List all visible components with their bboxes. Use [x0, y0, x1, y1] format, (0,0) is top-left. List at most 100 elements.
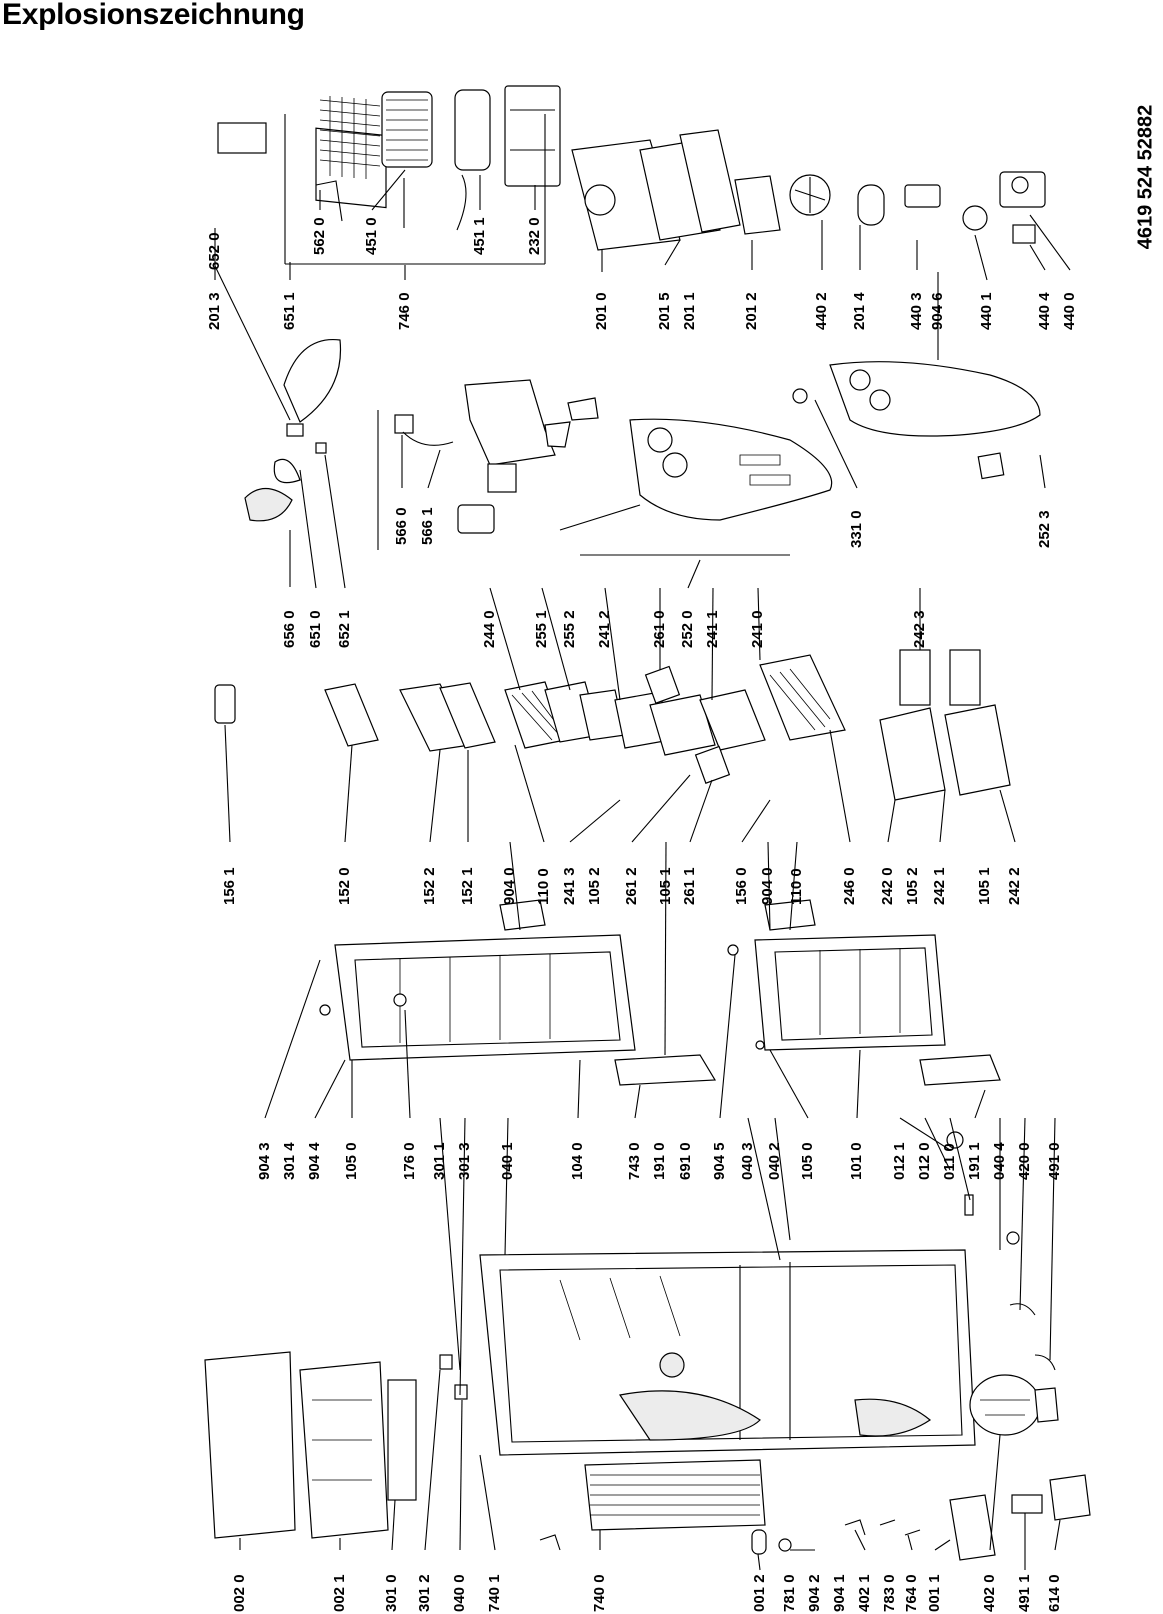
part-label: 651 0 [307, 610, 324, 648]
leader-line [899, 1117, 951, 1151]
part-label: 440 4 [1036, 292, 1053, 330]
part-label: 201 0 [593, 292, 610, 330]
control-housing [377, 361, 1041, 556]
part-label: 652 1 [336, 610, 353, 648]
part-label: 783 0 [881, 1574, 898, 1612]
leader-line [711, 587, 714, 701]
part-label: 904 1 [831, 1574, 848, 1612]
leader-line [769, 1049, 809, 1119]
part-label: 764 0 [903, 1574, 920, 1612]
part-label: 201 4 [851, 292, 868, 330]
leader-line [504, 1117, 509, 1256]
part-label: 241 1 [704, 610, 721, 648]
part-label: 904 3 [256, 1142, 273, 1180]
leader-line [214, 265, 291, 421]
leader-line [989, 1434, 1001, 1551]
part-label: 301 4 [281, 1142, 298, 1180]
fan-assembly-parts [789, 171, 1046, 244]
part-label: 242 2 [1006, 867, 1023, 905]
part-label: 040 1 [499, 1142, 516, 1180]
part-label: 652 0 [206, 232, 223, 270]
leader-line [577, 1059, 581, 1119]
leader-line [439, 1117, 461, 1371]
part-label: 491 0 [1046, 1142, 1063, 1180]
leader-line [424, 1369, 441, 1551]
part-label: 904 6 [929, 292, 946, 330]
part-label: 110 0 [788, 868, 805, 905]
leader-line [427, 449, 441, 489]
part-label: 191 0 [651, 1142, 668, 1180]
part-label: 241 2 [596, 610, 613, 648]
part-label: 242 3 [911, 610, 928, 648]
part-label: 301 0 [383, 1574, 400, 1612]
part-label: 001 2 [751, 1574, 768, 1612]
lamp-housing [244, 338, 342, 522]
leader-line [634, 1084, 641, 1119]
part-label: 440 3 [908, 292, 925, 330]
leader-line [856, 1049, 861, 1119]
part-label: 244 0 [481, 610, 498, 648]
part-label: 904 2 [806, 1574, 823, 1612]
part-label: 440 0 [1061, 292, 1078, 330]
part-label: 261 1 [681, 867, 698, 905]
leader-line [774, 1117, 791, 1241]
leader-line [939, 789, 946, 843]
part-label: 002 0 [231, 1574, 248, 1612]
part-label: 740 0 [591, 1574, 608, 1612]
leader-line [324, 454, 346, 589]
part-label: 252 3 [1036, 510, 1053, 548]
leader-line [1054, 1519, 1061, 1551]
part-label: 691 0 [677, 1142, 694, 1180]
evaporator-coil-assembly [284, 85, 561, 265]
part-label: 011 0 [941, 1143, 958, 1180]
drawing-parts [204, 85, 1091, 1561]
part-label: 562 0 [311, 217, 328, 255]
leader-line [767, 841, 771, 931]
part-label: 002 1 [331, 1574, 348, 1612]
part-label: 402 1 [856, 1574, 873, 1612]
part-label: 491 1 [1016, 1574, 1033, 1612]
part-label: 451 0 [363, 217, 380, 255]
leader-line [789, 841, 798, 931]
part-label: 176 0 [401, 1142, 418, 1180]
part-label: 566 0 [393, 507, 410, 545]
part-label: 105 2 [904, 867, 921, 905]
condenser [584, 1459, 792, 1555]
leader-line [924, 1117, 951, 1171]
part-label: 451 1 [471, 217, 488, 255]
part-label: 904 4 [306, 1142, 323, 1180]
leader-line [314, 1059, 346, 1119]
part-label: 246 0 [841, 867, 858, 905]
part-label: 255 1 [533, 610, 550, 648]
part-label: 261 2 [623, 867, 640, 905]
leader-line [224, 724, 231, 843]
leader-line [974, 1089, 986, 1119]
page-title: Explosionszeichnung [2, 0, 305, 31]
part-label: 101 0 [848, 1142, 865, 1180]
part-label: 201 1 [681, 292, 698, 330]
leader-line [1019, 1117, 1026, 1311]
leader-line [509, 841, 521, 931]
leader-line [664, 239, 681, 266]
leader-line [569, 799, 621, 843]
part-label: 201 3 [206, 292, 223, 330]
part-label: 152 1 [459, 867, 476, 905]
part-label: 156 0 [733, 867, 750, 905]
part-label: 105 1 [657, 867, 674, 905]
leader-line [747, 1117, 781, 1261]
part-label: 012 1 [891, 1142, 908, 1180]
part-label: 152 2 [421, 867, 438, 905]
leader-line [514, 744, 545, 843]
back-panels [571, 129, 781, 251]
leader-line [1029, 244, 1046, 271]
leader-line [1029, 214, 1071, 271]
leader-line [757, 587, 761, 661]
part-label: 104 0 [569, 1142, 586, 1180]
part-label: 420 0 [1016, 1142, 1033, 1180]
part-label: 255 2 [561, 610, 578, 648]
leader-line [687, 559, 701, 589]
part-label: 040 2 [766, 1142, 783, 1180]
part-label: 105 1 [976, 867, 993, 905]
part-label: 012 0 [916, 1142, 933, 1180]
